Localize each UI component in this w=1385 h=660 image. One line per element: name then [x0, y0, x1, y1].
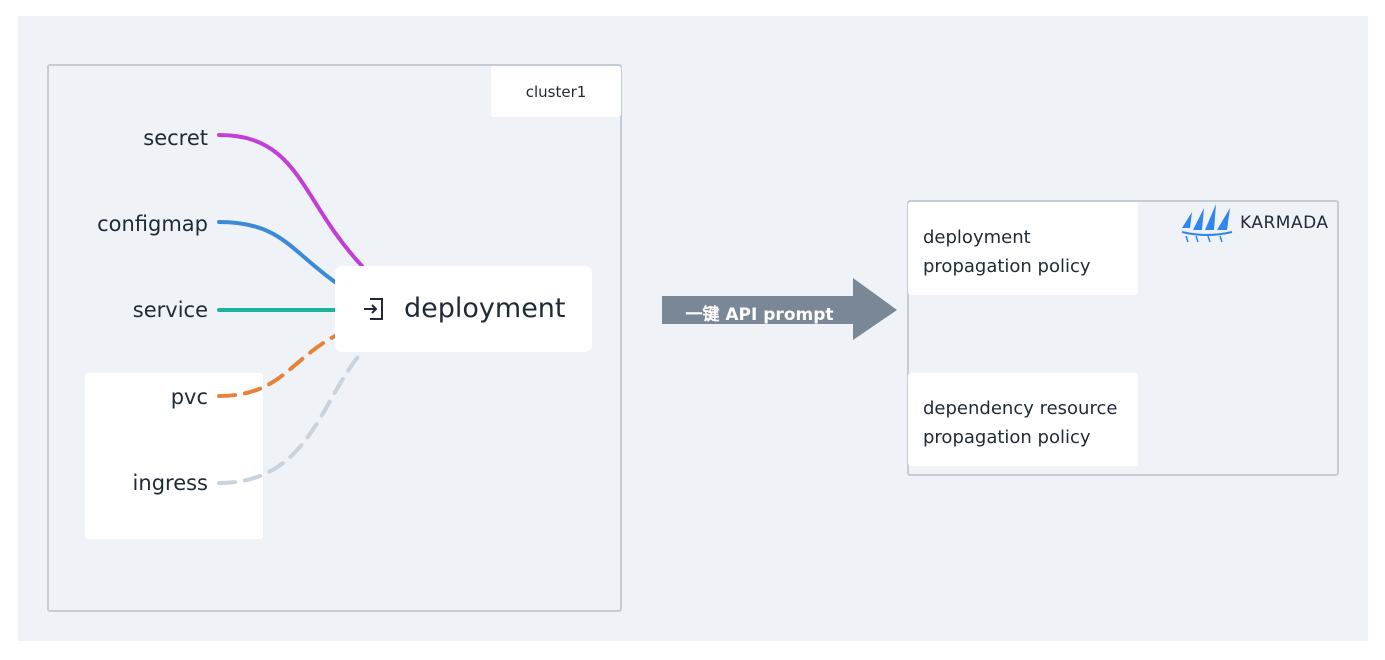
- configmap-connector: [217, 220, 337, 284]
- karmada-container: [907, 200, 1339, 476]
- cluster-label: cluster1: [491, 66, 621, 117]
- deployment-label: deployment: [404, 293, 566, 324]
- resource-pvc-label: pvc: [170, 385, 208, 409]
- login-arrow-icon: [364, 298, 383, 320]
- karmada-brand: KARMADA: [1240, 213, 1329, 233]
- resource-ingress-label: ingress: [132, 471, 208, 495]
- deployment-card: [335, 266, 592, 352]
- cluster-container: [47, 64, 622, 612]
- policy-1-line-2: propagation policy: [923, 256, 1091, 277]
- policy-1-line-1: deployment: [923, 227, 1031, 248]
- karmada-logo-icon: [1181, 204, 1233, 243]
- deployment-policy-card: deployment propagation policy: [908, 202, 1138, 295]
- dependency-policy-card: dependency resource propagation policy: [908, 373, 1138, 466]
- api-prompt-arrow: [662, 278, 897, 340]
- resource-service-label: service: [132, 298, 208, 322]
- storage-network-group: [85, 373, 263, 539]
- resource-secret-label: secret: [143, 126, 208, 150]
- resource-configmap-label: configmap: [97, 212, 208, 236]
- policy-2-line-2: propagation policy: [923, 427, 1091, 448]
- policy-2-line-1: dependency resource: [923, 398, 1118, 419]
- pvc-connector: [217, 334, 337, 398]
- secret-connector: [217, 133, 364, 268]
- api-prompt-label: 一键 API prompt: [685, 304, 834, 325]
- ingress-connector: [217, 350, 364, 485]
